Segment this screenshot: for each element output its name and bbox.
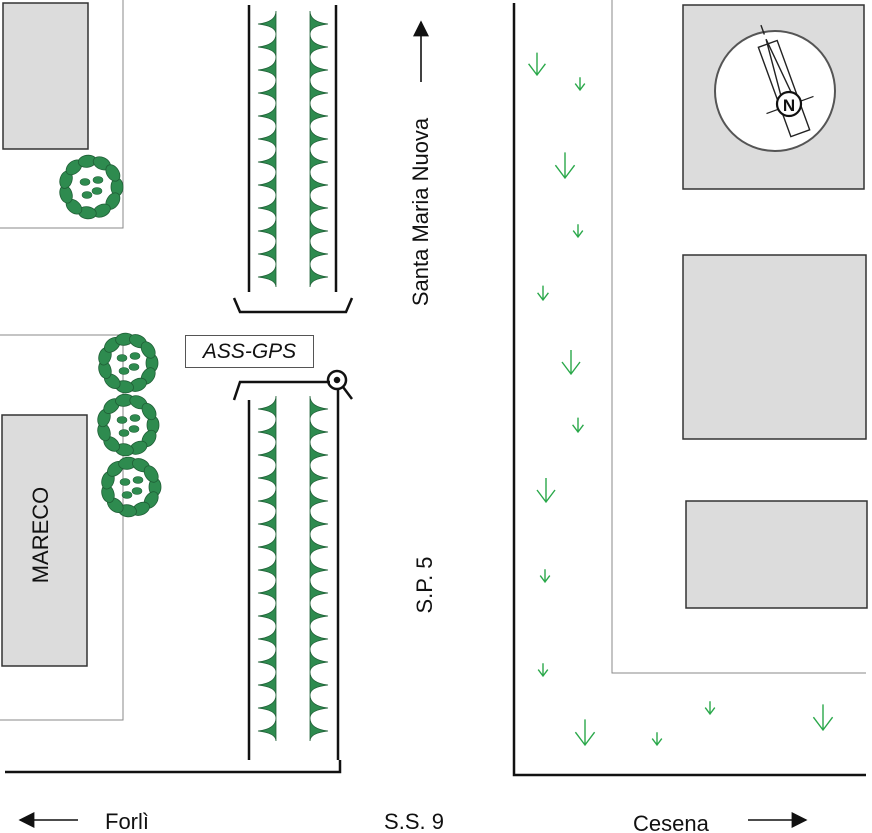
hedge-leaf: [257, 125, 277, 150]
hedge-leaf: [257, 579, 277, 604]
grass-tuft: [537, 285, 549, 302]
hedge-leaf: [257, 10, 277, 35]
hedge-leaf: [257, 263, 277, 288]
hedge-leaf: [257, 194, 277, 219]
west-plot-lines: [0, 0, 124, 721]
hedge-leaf: [309, 10, 329, 35]
mareco-label: MARECO: [28, 487, 53, 584]
grass-tuft: [812, 704, 834, 732]
hedge-leaf: [257, 102, 277, 127]
hedge-leaf: [257, 395, 277, 420]
hedge-leaf: [309, 579, 329, 604]
compass-rose: N: [714, 24, 836, 152]
tree: [97, 393, 160, 457]
median-hedge: [257, 10, 329, 742]
hedge-leaf: [309, 556, 329, 581]
hedge-leaf: [257, 533, 277, 558]
hedge-leaf: [309, 171, 329, 196]
road-edges: [5, 3, 866, 777]
grass-tuft: [704, 701, 716, 716]
hedge-leaf: [309, 441, 329, 466]
hedge-leaf: [257, 240, 277, 265]
hedge-leaf: [309, 240, 329, 265]
east-plot-lines: [611, 0, 866, 674]
road-label-cesena: Cesena: [633, 811, 710, 833]
hedge-leaf: [257, 56, 277, 81]
grass-tuft: [554, 152, 576, 180]
building-east-3: [685, 500, 868, 609]
hedge-leaf: [309, 125, 329, 150]
hedge-leaf: [309, 148, 329, 173]
building-east-2: [682, 254, 867, 440]
grass-marks: [528, 52, 834, 747]
hedge-leaf: [309, 717, 329, 742]
hedge-leaf: [309, 418, 329, 443]
grass-tuft: [572, 417, 584, 434]
hedge-leaf: [309, 217, 329, 242]
hedge-leaf: [309, 194, 329, 219]
grass-tuft: [572, 224, 584, 239]
hedge-leaf: [309, 102, 329, 127]
hedge-leaf: [309, 694, 329, 719]
hedge-leaf: [257, 171, 277, 196]
hedge-leaf: [309, 33, 329, 58]
hedge-leaf: [309, 602, 329, 627]
grass-tuft: [537, 663, 549, 678]
hedge-leaf: [257, 694, 277, 719]
compass-north-letter: N: [783, 96, 795, 115]
tree: [101, 456, 162, 518]
road-label-forli: Forlì: [105, 809, 149, 833]
hedge-leaf: [257, 510, 277, 535]
hedge-leaf: [257, 648, 277, 673]
hedge-leaf: [309, 263, 329, 288]
hedge-leaf: [257, 464, 277, 489]
hedge-leaf: [257, 556, 277, 581]
grass-tuft: [528, 52, 546, 77]
hedge-leaf: [309, 79, 329, 104]
hedge-leaf: [309, 395, 329, 420]
road-label-sp5: S.P. 5: [412, 556, 437, 613]
hedge-leaf: [309, 533, 329, 558]
tree: [98, 332, 159, 394]
grass-tuft: [561, 350, 581, 376]
grass-tuft: [651, 732, 663, 747]
gps-station-label: ASS-GPS: [185, 335, 314, 368]
road-label-santa-maria-nuova: Santa Maria Nuova: [408, 117, 433, 306]
hedge-leaf: [257, 717, 277, 742]
building-mareco: [1, 414, 88, 667]
hedge-leaf: [257, 671, 277, 696]
hedge-leaf: [257, 148, 277, 173]
road-label-ss9: S.S. 9: [384, 809, 444, 833]
gps-station-marker: [326, 369, 353, 400]
grass-tuft: [574, 719, 596, 747]
hedge-leaf: [309, 56, 329, 81]
hedge-leaf: [257, 441, 277, 466]
hedge-leaf: [257, 625, 277, 650]
hedge-leaf: [257, 487, 277, 512]
grass-tuft: [536, 478, 556, 504]
tree-group: [59, 154, 162, 518]
hedge-leaf: [257, 217, 277, 242]
grass-tuft: [539, 569, 551, 584]
hedge-leaf: [309, 487, 329, 512]
hedge-leaf: [309, 625, 329, 650]
hedge-leaf: [309, 464, 329, 489]
hedge-leaf: [309, 510, 329, 535]
tree: [59, 154, 124, 220]
hedge-leaf: [309, 648, 329, 673]
hedge-leaf: [257, 79, 277, 104]
hedge-leaf: [257, 418, 277, 443]
building-northwest: [2, 2, 89, 150]
hedge-leaf: [257, 33, 277, 58]
hedge-leaf: [257, 602, 277, 627]
hedge-leaf: [309, 671, 329, 696]
grass-tuft: [574, 77, 586, 92]
